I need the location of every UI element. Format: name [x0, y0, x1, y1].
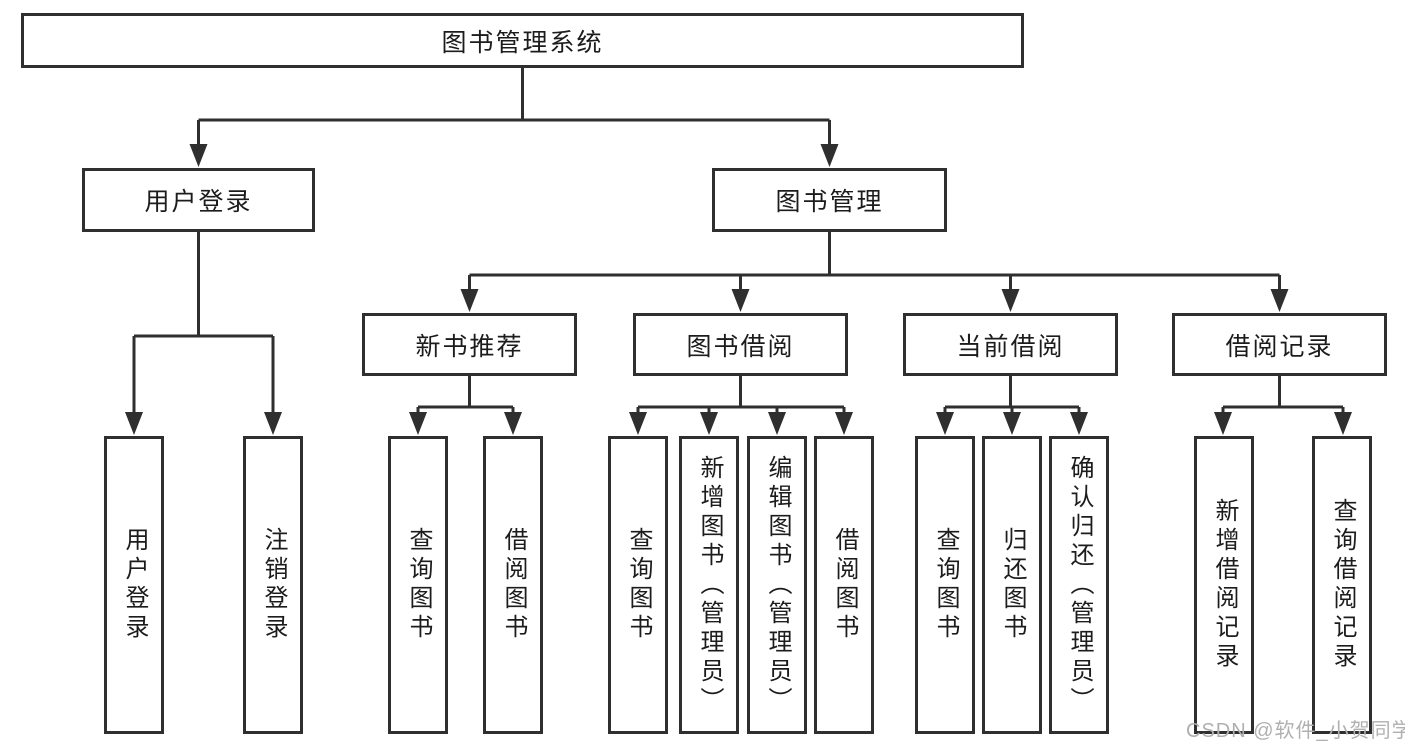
node-current-borrowing: 当前借阅 [903, 313, 1118, 376]
node-new-book-recommend: 新书推荐 [362, 313, 577, 376]
leaf-borrow-books-recommend: 借阅图书 [483, 436, 543, 734]
leaf-borrow-books-recommend-label: 借阅图书 [500, 527, 527, 643]
leaf-return-book-label: 归还图书 [999, 527, 1026, 643]
leaf-logout: 注销登录 [243, 436, 303, 734]
leaf-query-borrow-record-label: 查询借阅记录 [1329, 498, 1356, 672]
leaf-query-borrow-record: 查询借阅记录 [1312, 436, 1372, 734]
leaf-confirm-return-admin-label: 确认归还（管理员） [1066, 454, 1093, 716]
leaf-user-login-label: 用户登录 [121, 527, 148, 643]
leaf-query-books-current: 查询图书 [915, 436, 975, 734]
node-borrowing-records: 借阅记录 [1172, 313, 1387, 376]
leaf-query-books-recommend-label: 查询图书 [405, 527, 432, 643]
leaf-borrow-books-borrowing-label: 借阅图书 [831, 527, 858, 643]
leaf-query-books-current-label: 查询图书 [932, 527, 959, 643]
leaf-return-book: 归还图书 [982, 436, 1042, 734]
node-user-login: 用户登录 [82, 168, 315, 232]
leaf-user-login: 用户登录 [104, 436, 164, 734]
leaf-query-books-recommend: 查询图书 [388, 436, 448, 734]
leaf-confirm-return-admin: 确认归还（管理员） [1049, 436, 1109, 734]
node-library-system: 图书管理系统 [21, 13, 1024, 68]
node-book-management: 图书管理 [712, 168, 947, 232]
leaf-query-books-borrowing: 查询图书 [608, 436, 668, 734]
leaf-add-borrow-record-label: 新增借阅记录 [1211, 498, 1238, 672]
leaf-add-book-admin: 新增图书（管理员） [679, 436, 739, 734]
leaf-logout-label: 注销登录 [260, 527, 287, 643]
leaf-query-books-borrowing-label: 查询图书 [625, 527, 652, 643]
leaf-edit-book-admin-label: 编辑图书（管理员） [764, 454, 791, 716]
csdn-watermark: CSDN @软件_小贺同学 [1186, 720, 1405, 742]
leaf-edit-book-admin: 编辑图书（管理员） [747, 436, 807, 734]
leaf-add-borrow-record: 新增借阅记录 [1194, 436, 1254, 734]
leaf-add-book-admin-label: 新增图书（管理员） [696, 454, 723, 716]
node-book-borrowing: 图书借阅 [633, 313, 848, 376]
leaf-borrow-books-borrowing: 借阅图书 [814, 436, 874, 734]
